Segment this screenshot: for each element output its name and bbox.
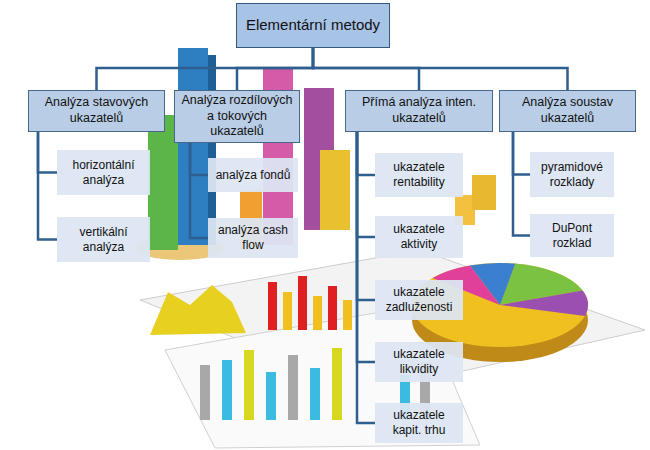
method-box: analýza cash flow [208, 218, 298, 258]
bar [268, 282, 277, 330]
method-box: ukazatele kapit. trhu [375, 403, 463, 443]
method-box: vertikální analýza [57, 217, 150, 262]
connector-line [190, 143, 208, 175]
connector-line [38, 132, 57, 173]
connector-line [38, 132, 57, 240]
node-label: DuPont rozklad [534, 221, 610, 251]
method-box: ukazatele rentability [375, 153, 463, 197]
bar [222, 360, 232, 420]
node-label: analýza cash flow [212, 223, 294, 253]
node-label: ukazatele zadluženosti [379, 285, 459, 315]
connector-line [190, 143, 208, 238]
node-label: ukazatele likvidity [379, 347, 459, 377]
category-box: Analýza stavových ukazatelů [28, 90, 165, 132]
node-label: ukazatele rentability [379, 160, 459, 190]
node-label: ukazatele aktivity [379, 222, 459, 252]
method-box: DuPont rozklad [530, 214, 614, 257]
bar-side [208, 55, 216, 245]
node-label: ukazatele kapit. trhu [379, 408, 459, 438]
bar [200, 365, 210, 420]
pie-slice [500, 291, 588, 316]
method-box: pyramidové rozklady [530, 152, 614, 197]
method-box: ukazatele likvidity [375, 342, 463, 382]
connector-line [357, 132, 375, 300]
method-box: analýza fondů [208, 158, 298, 192]
node-label: Analýza soustav ukazatelů [504, 95, 631, 126]
connector-line [97, 48, 314, 90]
method-box: horizontální analýza [57, 150, 150, 195]
connector-line [357, 132, 375, 362]
bar [313, 296, 322, 330]
bar [178, 48, 208, 245]
bar [328, 286, 337, 330]
bar [332, 348, 342, 420]
root-box: Elementární metody [236, 3, 390, 48]
connector-line [237, 48, 313, 90]
node-label: pyramidové rozklady [534, 160, 610, 190]
node-label: horizontální analýza [61, 158, 146, 188]
connector-line [513, 132, 530, 175]
bar [288, 355, 298, 420]
method-box: ukazatele aktivity [375, 216, 463, 258]
category-box: Analýza rozdílových a tokových ukazatelů [174, 90, 300, 143]
node-label: Přímá analýza inten. ukazatelů [350, 95, 488, 126]
method-box: ukazatele zadluženosti [375, 280, 463, 320]
node-label: analýza fondů [216, 168, 291, 183]
connector-line [513, 132, 530, 236]
category-box: Přímá analýza inten. ukazatelů [345, 90, 493, 132]
category-box: Analýza soustav ukazatelů [499, 90, 636, 132]
connector-line [357, 132, 375, 423]
bar [298, 276, 307, 330]
bar [266, 372, 276, 420]
bar [320, 150, 350, 230]
bar [244, 350, 254, 420]
node-label: Elementární metody [246, 16, 380, 35]
node-label: Analýza stavových ukazatelů [33, 95, 160, 126]
bar [472, 175, 496, 210]
bar [343, 300, 352, 330]
bar [310, 368, 320, 420]
connector-line [313, 48, 568, 90]
node-label: Analýza rozdílových a tokových ukazatelů [179, 93, 295, 140]
area-chart [150, 285, 246, 335]
connector-line [357, 132, 375, 175]
bar [283, 292, 292, 330]
node-label: vertikální analýza [61, 225, 146, 255]
connector-line [357, 132, 375, 237]
